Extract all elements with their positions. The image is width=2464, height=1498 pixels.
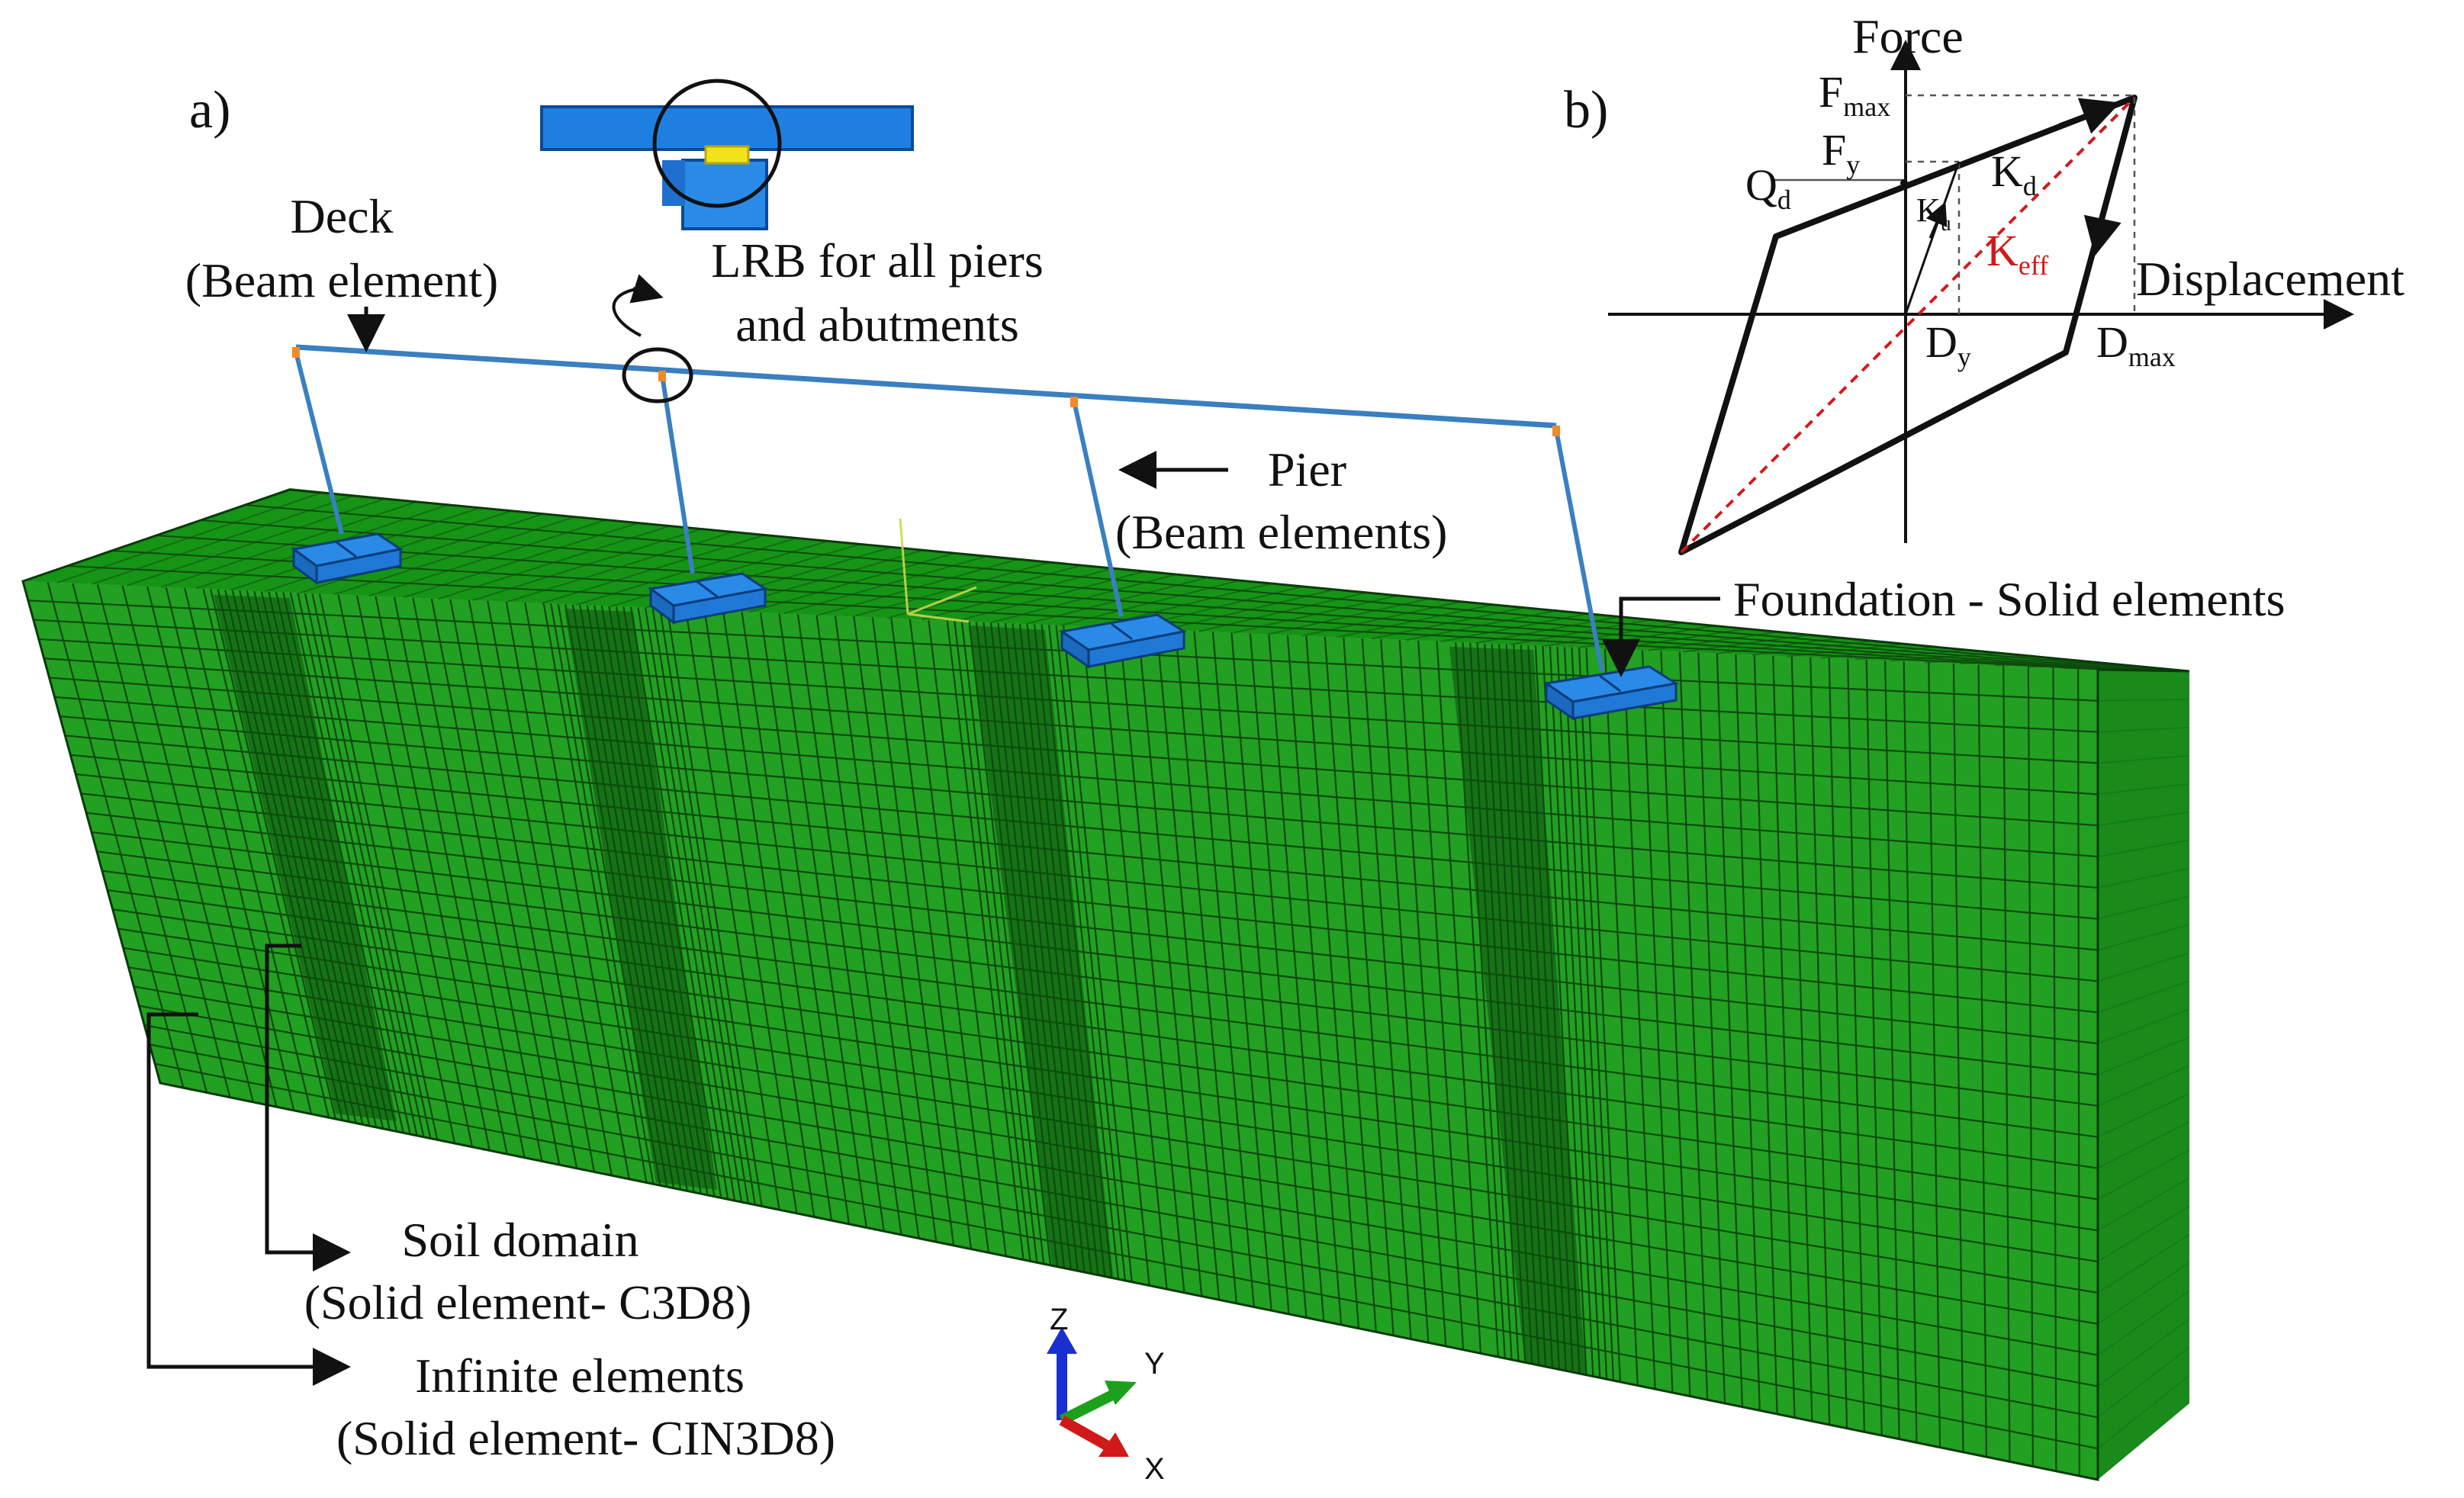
soil-domain-sublabel: (Solid element- C3D8) [304, 1275, 752, 1329]
fmax-label: Fmax [1819, 67, 1891, 122]
pier-top-bearings [292, 347, 1560, 436]
displacement-axis-label: Displacement [2136, 252, 2404, 306]
force-axis-label: Force [1852, 9, 1964, 63]
bridge-deck-beam [295, 344, 1557, 429]
hysteresis-plot [1608, 40, 2354, 555]
lrb-label-line1: LRB for all piers [711, 233, 1044, 288]
infinite-elements-label: Infinite elements [415, 1349, 745, 1403]
axis-z-label: Z [1050, 1303, 1069, 1336]
dmax-label: Dmax [2096, 317, 2176, 372]
foundation-blocks [291, 532, 1680, 721]
pier-label: Pier [1268, 442, 1347, 497]
qd-label: Qd [1745, 160, 1791, 215]
panel-a-label: a) [189, 81, 231, 140]
lrb-location-marker [612, 274, 693, 403]
infinite-pointer-arrow [146, 1012, 351, 1386]
model-origin-triad [899, 518, 977, 623]
soil-domain-label: Soil domain [401, 1213, 639, 1267]
soil-pointer-arrow [265, 943, 351, 1271]
axis-y-label: Y [1144, 1347, 1165, 1381]
dy-label: Dy [1925, 317, 1971, 372]
infinite-elements-sublabel: (Solid element- CIN3D8) [336, 1411, 836, 1465]
bridge-piers [294, 352, 1604, 672]
kd-label: Kd [1991, 146, 2037, 201]
foundation-label: Foundation - Solid elements [1733, 572, 2285, 626]
deck-label: Deck [290, 189, 394, 243]
global-axis-triad [1047, 1327, 1137, 1457]
keff-label: Keff [1986, 226, 2049, 281]
panel-b-label: b) [1564, 81, 1609, 140]
lrb-detail-inset [540, 79, 914, 230]
axis-x-label: X [1144, 1452, 1165, 1486]
foundation-pointer-arrow [1602, 596, 1720, 677]
deck-sublabel: (Beam element) [185, 253, 499, 307]
fy-label: Fy [1822, 125, 1861, 180]
soil-domain-mesh [21, 488, 2190, 1481]
lrb-label-line2: and abutments [735, 297, 1019, 352]
ku-label: Ku [1916, 191, 1951, 236]
pier-sublabel: (Beam elements) [1115, 505, 1448, 559]
keff-line [1680, 96, 2136, 554]
